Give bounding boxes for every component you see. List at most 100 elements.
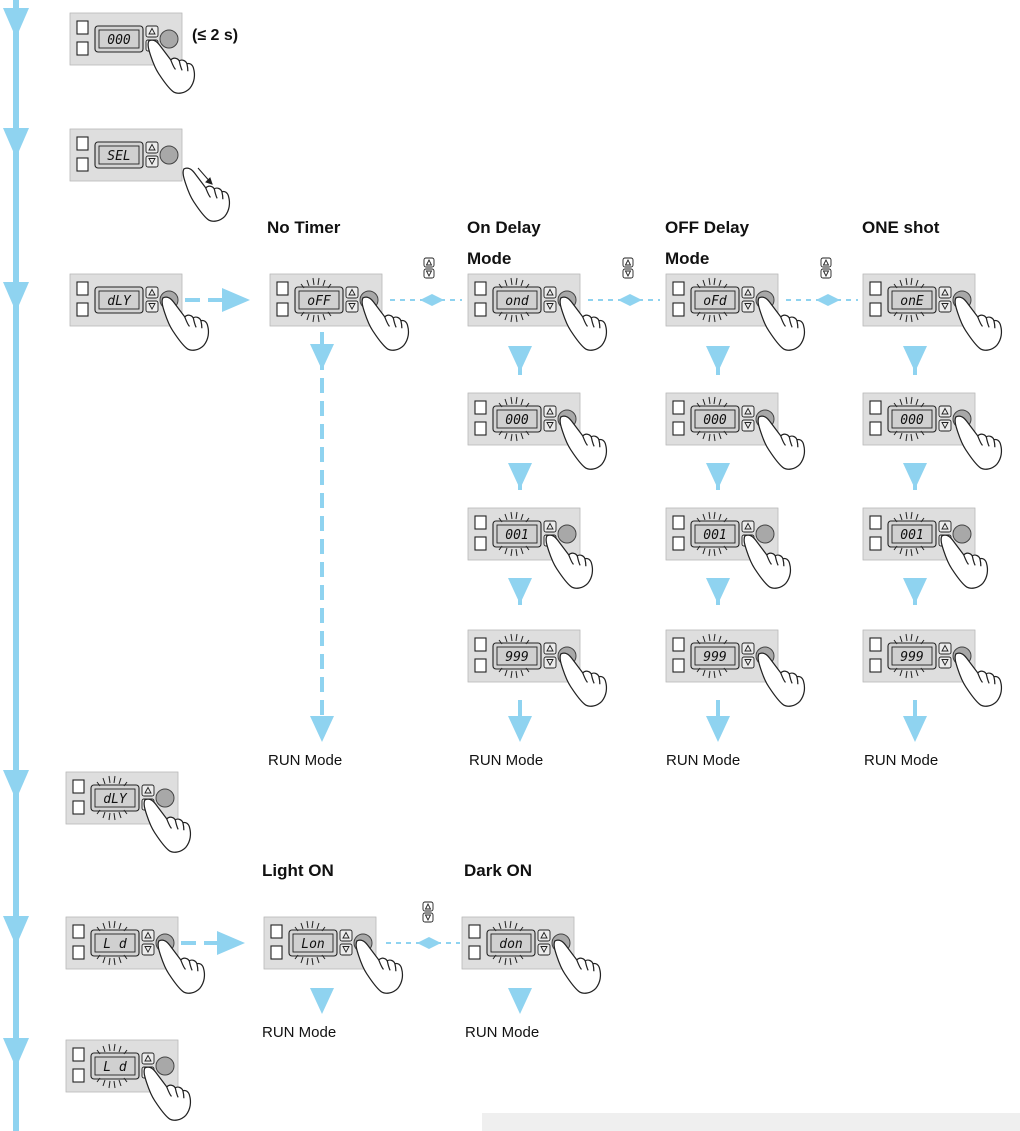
panel-dly: dLY: [69, 273, 210, 351]
pressing-hand-icon: [757, 415, 806, 470]
timing-condition-note: (≤ 2 s): [192, 27, 239, 44]
display-readout: don: [499, 937, 522, 952]
display-readout: 001: [900, 528, 923, 543]
pressing-hand-icon: [182, 167, 231, 222]
updown-keys-icon: [422, 901, 434, 923]
pressing-hand-icon: [553, 939, 602, 994]
display-readout: 000: [107, 33, 131, 48]
pressing-hand-icon: [559, 415, 608, 470]
panel-on-delay-999: 999: [467, 629, 608, 707]
panel-one-shot-001: 001: [862, 507, 989, 589]
display-readout: 000: [505, 413, 529, 428]
display-readout: 999: [505, 650, 528, 665]
panel-ld: L d: [65, 916, 206, 994]
panel-one-shot-999: 999: [862, 629, 1003, 707]
updown-keys-icon: [622, 257, 634, 279]
arrow-down-icon: [706, 716, 730, 742]
run-mode-label-dark-on: RUN Mode: [465, 1024, 540, 1041]
footer-shaded-box: [482, 1113, 1020, 1131]
pressing-hand-icon: [355, 939, 404, 994]
panel-no-timer: oFF: [269, 273, 410, 351]
run-mode-label-light-on: RUN Mode: [262, 1024, 337, 1041]
main-flow-line: [3, 0, 29, 1131]
pressing-hand-icon: [361, 296, 410, 351]
arrow-right-icon: [222, 288, 250, 312]
panel-off-delay-001: 001: [665, 507, 792, 589]
run-mode-label-one-shot: RUN Mode: [864, 752, 939, 769]
pressing-hand-icon: [757, 652, 806, 707]
arrow-down-icon: [508, 463, 532, 489]
arrow-down-icon: [903, 463, 927, 489]
panel-off-delay: oFd: [665, 273, 806, 351]
arrow-down-icon: [508, 716, 532, 742]
panel-ld-final: L d: [65, 1039, 192, 1121]
arrow-down-icon: [310, 344, 334, 370]
arrow-down-icon: [508, 988, 532, 1014]
display-readout: 999: [703, 650, 726, 665]
panel-one-shot-000: 000: [862, 392, 1003, 470]
panel-off-delay-999: 999: [665, 629, 806, 707]
display-readout: 001: [703, 528, 726, 543]
panel-one-shot: onE: [862, 273, 1003, 351]
display-readout: SEL: [107, 149, 130, 164]
panel-dark-on: don: [461, 916, 602, 994]
panel-dly-return: dLY: [65, 771, 192, 853]
move-arrow-icon: [197, 167, 213, 185]
display-readout: onE: [900, 294, 924, 309]
display-readout: 000: [900, 413, 924, 428]
updown-keys-icon: [423, 257, 435, 279]
run-mode-label-no-timer: RUN Mode: [268, 752, 343, 769]
display-readout: L d: [103, 937, 127, 952]
pressing-hand-icon: [559, 296, 608, 351]
run-mode-label-off-delay: RUN Mode: [666, 752, 741, 769]
label-off-delay-mode: OFF Delay Mode: [665, 218, 750, 268]
label-on-delay-mode: On Delay Mode: [467, 218, 541, 268]
display-readout: oFF: [307, 294, 332, 309]
arrow-down-icon: [903, 716, 927, 742]
arrow-down-icon: [903, 578, 927, 604]
bidirectional-arrowheads: [417, 294, 840, 949]
display-readout: 999: [900, 650, 923, 665]
panel-select: SEL: [69, 128, 231, 222]
label-light-on: Light ON: [262, 861, 334, 880]
display-readout: dLY: [107, 294, 132, 309]
label-no-timer: No Timer: [267, 218, 341, 237]
run-mode-label-on-delay: RUN Mode: [469, 752, 544, 769]
display-readout: dLY: [103, 792, 128, 807]
arrow-down-icon: [508, 346, 532, 372]
panel-on-delay-000: 000: [467, 392, 608, 470]
panel-off-delay-000: 000: [665, 392, 806, 470]
arrow-down-icon: [706, 346, 730, 372]
pressing-hand-icon: [559, 652, 608, 707]
arrow-right-icon: [217, 931, 245, 955]
arrow-down-icon: [310, 716, 334, 742]
display-readout: 000: [703, 413, 727, 428]
updown-keys-icon: [820, 257, 832, 279]
pressing-hand-icon: [157, 939, 206, 994]
arrow-down-icon: [903, 346, 927, 372]
display-readout: L d: [103, 1060, 127, 1075]
panel-on-delay-001: 001: [467, 507, 594, 589]
display-readout: Lon: [301, 937, 324, 952]
label-one-shot: ONE shot: [862, 218, 940, 237]
display-readout: 001: [505, 528, 528, 543]
display-readout: ond: [505, 294, 529, 309]
pressing-hand-icon: [954, 652, 1003, 707]
arrow-down-icon: [706, 578, 730, 604]
pressing-hand-icon: [954, 296, 1003, 351]
dashed-flow-lines: [181, 298, 858, 945]
arrow-down-icon: [706, 463, 730, 489]
panel-start: 000: [69, 12, 196, 94]
panel-on-delay: ond: [467, 273, 608, 351]
display-readout: oFd: [703, 294, 727, 309]
arrow-down-icon: [508, 578, 532, 604]
pressing-hand-icon: [161, 296, 210, 351]
label-dark-on: Dark ON: [464, 861, 533, 880]
panel-light-on: Lon: [263, 916, 404, 994]
arrow-down-icon: [310, 988, 334, 1014]
pressing-hand-icon: [757, 296, 806, 351]
pressing-hand-icon: [954, 415, 1003, 470]
